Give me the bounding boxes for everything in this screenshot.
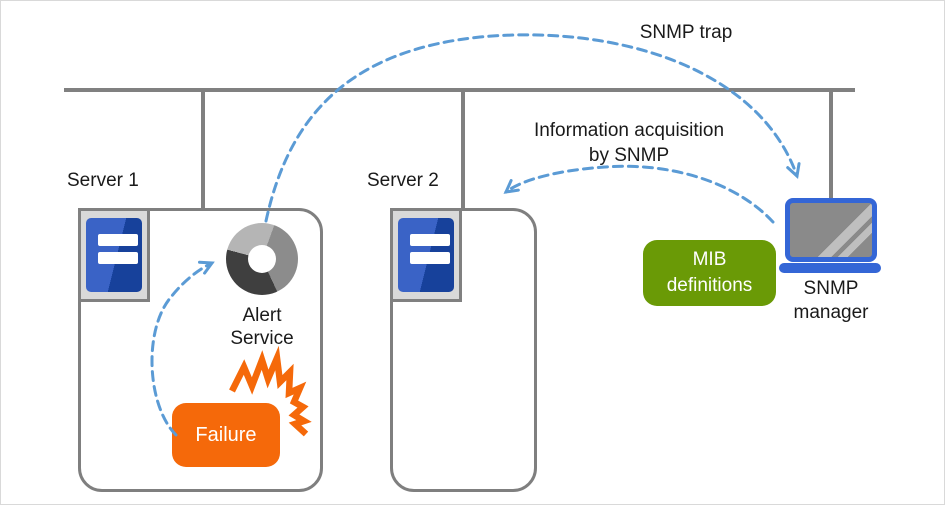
server-icon-slot [98, 252, 138, 264]
laptop-icon [785, 198, 877, 262]
mib-definitions-box: MIB definitions [643, 240, 776, 306]
network-bus-line [64, 88, 855, 92]
server2-connector-line [461, 92, 465, 209]
laptop-base [779, 263, 881, 273]
snmp-manager-label-line1: SNMP [803, 278, 859, 299]
server-icon-slot [410, 252, 450, 264]
server1-label: Server 1 [67, 170, 139, 191]
donut-sync-icon [226, 223, 298, 295]
donut-hole [248, 245, 276, 273]
snmp-trap-label: SNMP trap [639, 22, 733, 43]
server-icon-slot [98, 234, 138, 246]
server-icon-body [86, 218, 142, 292]
failure-box: Failure [172, 403, 280, 467]
server1-box [78, 208, 323, 492]
server2-label: Server 2 [367, 170, 439, 191]
info-acquisition-line1: Information acquisition [533, 120, 725, 141]
alert-service-label-line2: Service [230, 328, 294, 349]
alert-service-label-line1: Alert [242, 305, 282, 326]
snmp-manager-label: SNMP manager [756, 277, 906, 325]
snmp-manager-connector-line [829, 92, 833, 199]
alert-service-label: Alert Service [187, 304, 337, 350]
info-acquisition-label: Information acquisition by SNMP [504, 118, 754, 168]
server1-connector-line [201, 92, 205, 209]
failure-label: Failure [195, 423, 257, 446]
mib-label-line2: definitions [666, 275, 753, 296]
laptop-screen-gloss [790, 203, 872, 257]
snmp-manager-label-line2: manager [793, 302, 869, 323]
server-icon [390, 208, 462, 302]
server-icon-slot [410, 234, 450, 246]
mib-label-line1: MIB [692, 249, 727, 270]
server-icon [78, 208, 150, 302]
server-icon-body [398, 218, 454, 292]
info-acquisition-line2: by SNMP [588, 145, 670, 166]
